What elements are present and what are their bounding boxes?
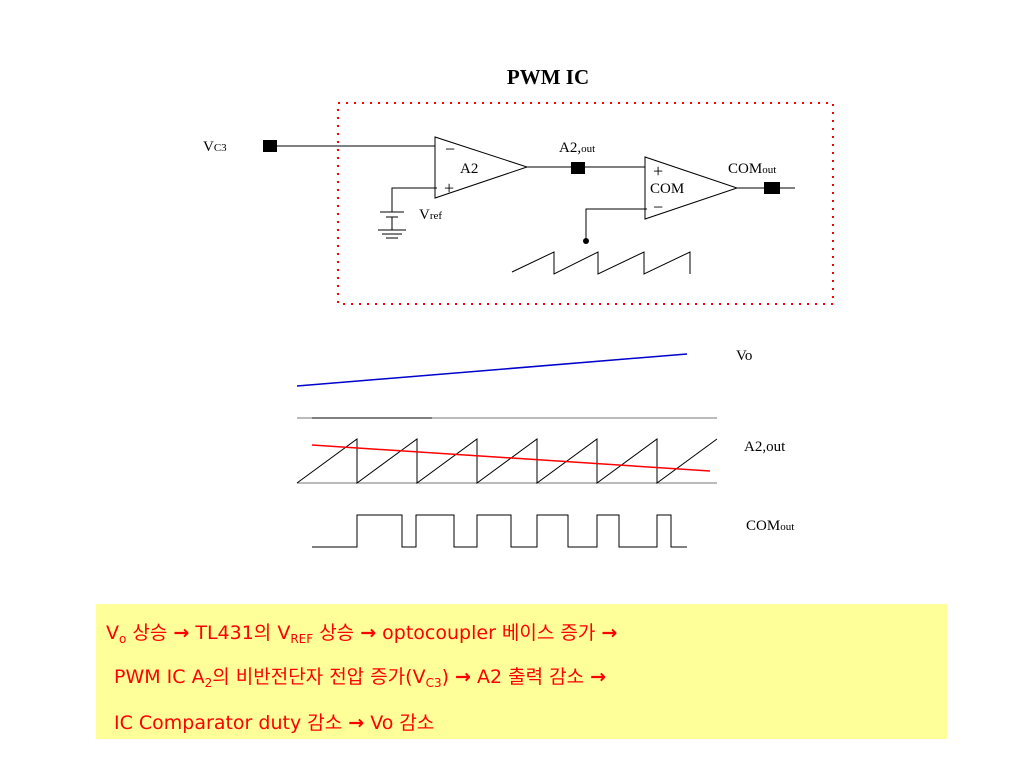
explanation-line-1: Vo 상승 → TL431의 VREF 상승 → optocoupler 베이스…: [106, 622, 618, 646]
pwm-ic-boundary: [337, 102, 834, 305]
amp-a2-plus: +: [444, 178, 454, 198]
vref-wire: [391, 187, 437, 212]
explanation-box: Vo 상승 → TL431의 VREF 상승 → optocoupler 베이스…: [96, 604, 947, 739]
com-out-waveform: [312, 514, 687, 548]
amp-a2-minus: −: [445, 139, 455, 159]
amp-a2: [434, 136, 529, 199]
right-arrow-icon: →: [348, 712, 365, 734]
right-arrow-icon: →: [590, 666, 607, 688]
comparator-plus: +: [653, 161, 663, 181]
a2-out-terminal: [571, 162, 585, 174]
comparator-label: COM: [650, 181, 684, 197]
vref-label: Vref: [419, 207, 442, 223]
com-out-wave-label: COMout: [746, 518, 794, 534]
vc3-label: VC3: [203, 139, 227, 155]
a2-out-wave-label: A2,out: [744, 439, 786, 455]
sawtooth-node: [583, 238, 589, 244]
amp-a2-label: A2: [460, 161, 478, 177]
right-arrow-icon: →: [455, 666, 471, 688]
vo-label: Vo: [736, 348, 752, 364]
right-arrow-icon: →: [360, 622, 377, 644]
vc3-terminal: [263, 140, 277, 152]
explanation-line-2: PWM IC A2의 비반전단자 전압 증가(VC3) → A2 출력 감소 →: [114, 666, 607, 690]
comparator-minus: −: [653, 197, 663, 217]
right-arrow-icon: →: [173, 622, 190, 644]
diagram-title: PWM IC: [507, 65, 589, 89]
a2-out-label: A2,out: [559, 140, 595, 156]
sawtooth-wire: [585, 208, 647, 240]
com-out-label: COMout: [728, 161, 776, 177]
a2-out-waveform: [296, 438, 718, 484]
a2-out-trend: [311, 444, 711, 472]
com-out-terminal: [764, 182, 780, 194]
comparator: [644, 156, 739, 220]
right-arrow-icon: →: [601, 622, 618, 644]
sawtooth-signal: [511, 251, 691, 275]
vo-waveform: [296, 353, 688, 387]
explanation-line-3: IC Comparator duty 감소 → Vo 감소: [114, 712, 435, 734]
